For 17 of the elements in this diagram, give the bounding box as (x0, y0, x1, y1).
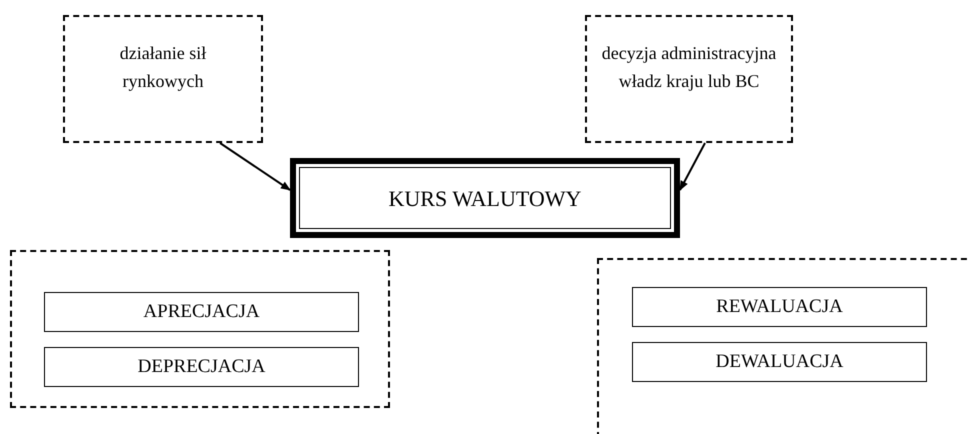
term-box (632, 342, 927, 382)
arrow (679, 142, 706, 191)
node-text: KURS WALUTOWY (388, 184, 582, 212)
cause-box (63, 15, 263, 143)
node-text: REWALUACJA (716, 294, 843, 319)
node-text: APRECJACJA (143, 300, 260, 324)
term-box (44, 292, 359, 332)
dashed-group-box (10, 250, 390, 408)
term-box (632, 287, 927, 327)
term-box (44, 347, 359, 387)
node-text: DEWALUACJA (716, 350, 844, 374)
node-text: działanie sił rynkowych (118, 42, 208, 93)
node-text: DEPRECJACJA (138, 354, 266, 379)
cause-box (585, 15, 793, 143)
node-text: decyzja administracyjna władz kraju lub BC (600, 42, 778, 93)
main-box (290, 158, 680, 238)
arrow (219, 142, 291, 191)
